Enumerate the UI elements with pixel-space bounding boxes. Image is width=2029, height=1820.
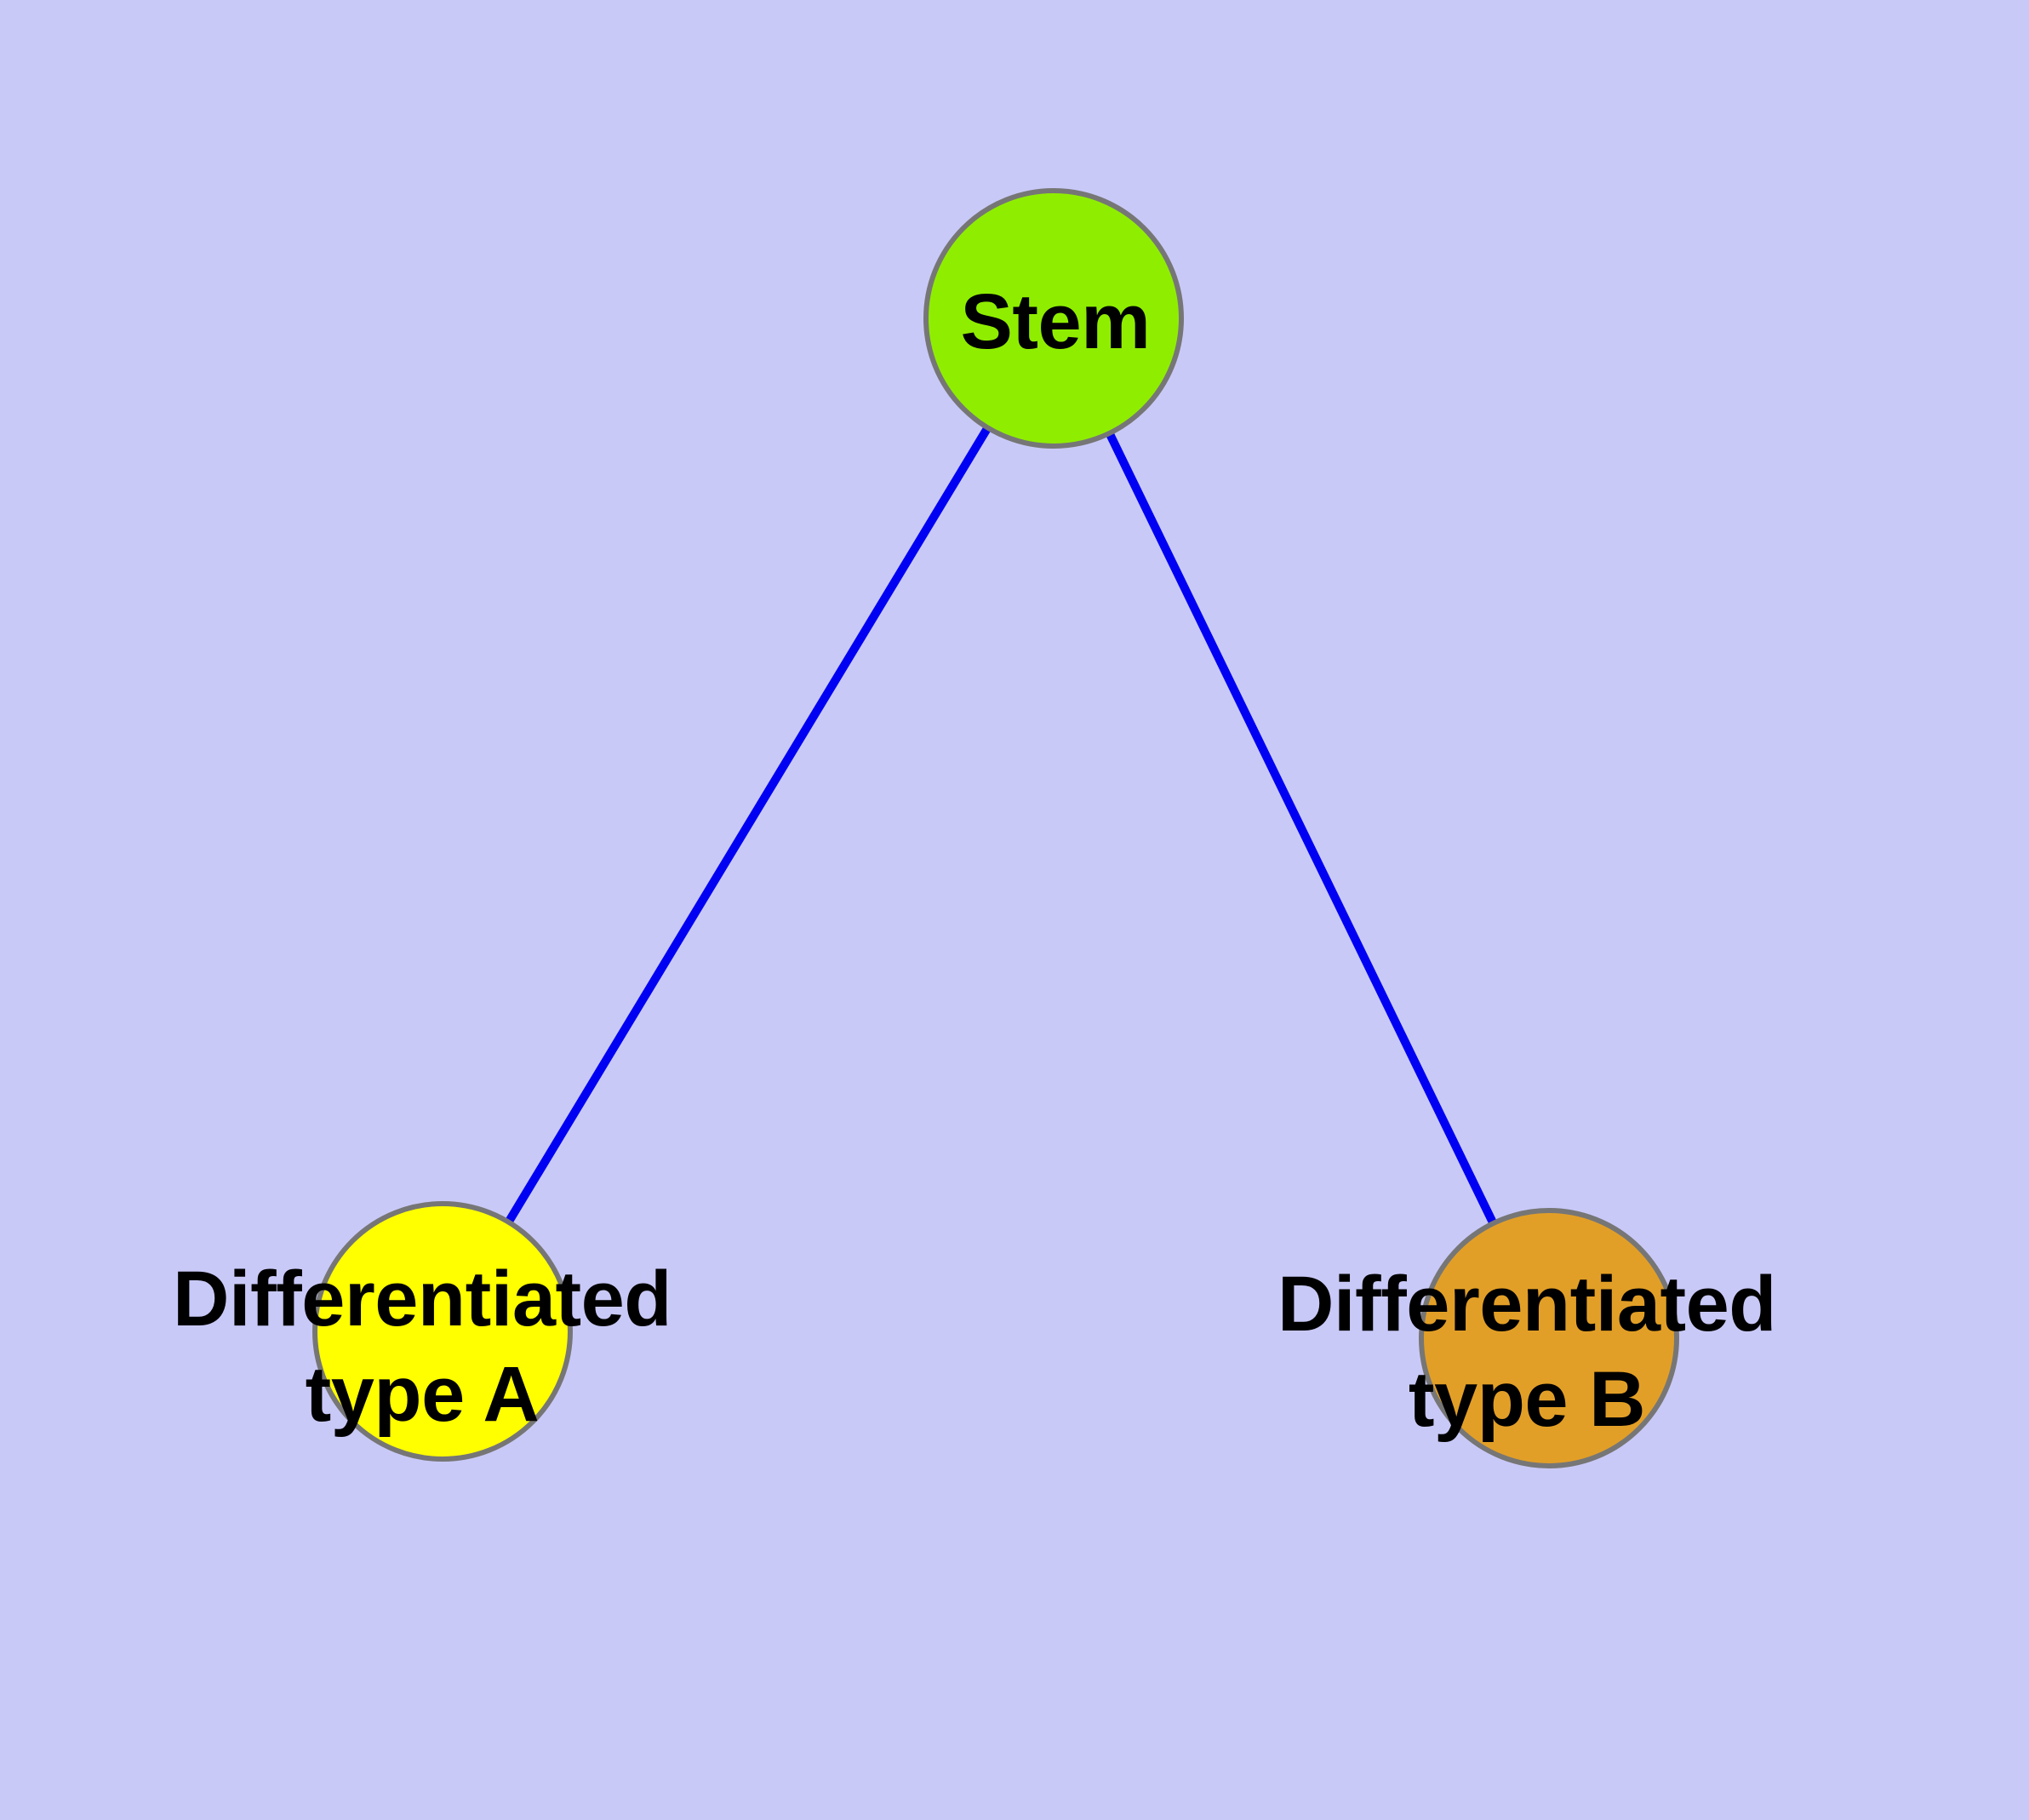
edge-stem-to-type-b <box>1049 316 1553 1341</box>
node-label-stem-line-1: Stem <box>960 278 1151 365</box>
node-label-stem: Stem <box>961 274 1151 369</box>
node-circle-type-a <box>312 1201 573 1462</box>
node-label-type-b-line-1: Differentiated <box>1277 1261 1776 1348</box>
edge-stem-to-type-a <box>438 316 1058 1334</box>
node-label-type-a-line-2: type A <box>305 1351 540 1438</box>
node-label-type-b: Differentiated type B <box>1277 1256 1776 1447</box>
node-label-type-a: Differentiated type A <box>173 1251 672 1442</box>
node-label-type-a-line-1: Differentiated <box>173 1256 672 1342</box>
node-circle-type-b <box>1419 1208 1679 1468</box>
node-label-type-b-line-2: type B <box>1408 1356 1646 1443</box>
node-circle-stem <box>923 188 1184 449</box>
